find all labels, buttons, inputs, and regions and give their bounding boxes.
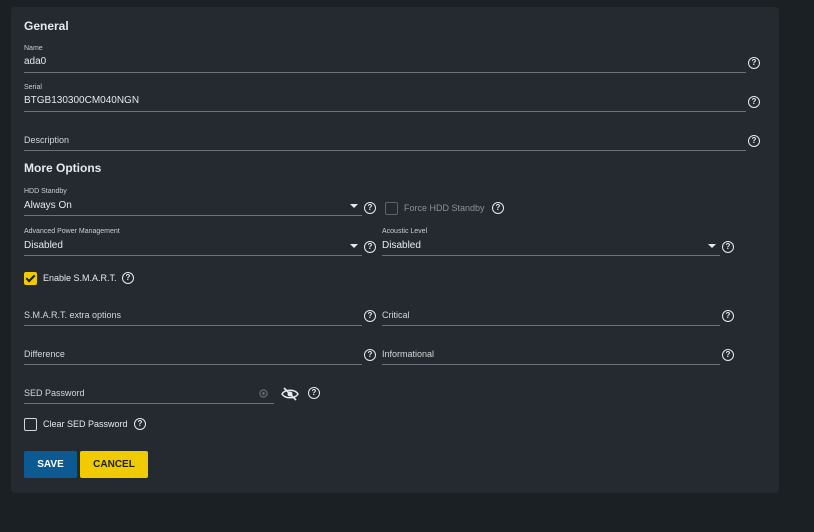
hdd-standby-help-icon[interactable]: ? [364,202,376,214]
visibility-off-icon[interactable] [281,387,299,401]
smart-extra-options-field[interactable]: S.M.A.R.T. extra options [24,307,362,326]
informational-field[interactable]: Informational [382,346,720,365]
serial-label: Serial [24,84,42,91]
name-label: Name [24,45,43,52]
sed-password-lock-icon [259,389,268,398]
difference-underline [24,364,362,365]
sed-password-placeholder: SED Password [24,388,85,398]
apm-help-icon[interactable]: ? [364,241,376,253]
informational-help-icon[interactable]: ? [722,349,734,361]
apm-chevron-down-icon[interactable] [350,244,358,248]
critical-underline [382,325,720,326]
acoustic-level-help-icon[interactable]: ? [722,241,734,253]
more-options-section-title: More Options [24,161,102,175]
cancel-button[interactable]: CANCEL [80,451,148,478]
description-field[interactable]: Description [24,132,746,151]
acoustic-level-chevron-down-icon[interactable] [708,244,716,248]
clear-sed-password-help-icon[interactable]: ? [134,418,146,430]
name-help-icon[interactable]: ? [748,57,760,69]
general-section-title: General [24,19,69,33]
apm-select[interactable]: Advanced Power Management Disabled [24,228,362,256]
name-value[interactable]: ada0 [24,56,47,67]
save-button[interactable]: SAVE [24,451,77,478]
serial-underline [24,111,746,112]
serial-help-icon[interactable]: ? [748,96,760,108]
apm-value: Disabled [24,240,63,251]
informational-placeholder: Informational [382,349,435,359]
clear-sed-password-label: Clear SED Password [43,419,128,429]
difference-help-icon[interactable]: ? [364,349,376,361]
enable-smart-checkbox[interactable] [24,272,37,285]
smart-extra-options-help-icon[interactable]: ? [364,310,376,322]
name-field[interactable]: Name ada0 [24,45,746,73]
description-placeholder: Description [24,135,70,145]
critical-placeholder: Critical [382,310,410,320]
force-hdd-standby-help-icon[interactable]: ? [492,202,504,214]
sed-password-field[interactable]: SED Password [24,385,274,404]
description-underline [24,150,746,151]
apm-label: Advanced Power Management [24,228,120,235]
sed-password-help-icon[interactable]: ? [308,387,320,399]
hdd-standby-label: HDD Standby [24,188,67,195]
acoustic-level-select[interactable]: Acoustic Level Disabled [382,228,720,256]
hdd-standby-underline [24,215,362,216]
force-hdd-standby-label: Force HDD Standby [404,203,485,213]
difference-placeholder: Difference [24,349,65,359]
critical-help-icon[interactable]: ? [722,310,734,322]
smart-extra-options-underline [24,325,362,326]
description-help-icon[interactable]: ? [748,135,760,147]
acoustic-level-label: Acoustic Level [382,228,428,235]
name-underline [24,72,746,73]
smart-extra-options-placeholder: S.M.A.R.T. extra options [24,310,122,320]
serial-field[interactable]: Serial BTGB130300CM040NGN [24,84,746,112]
hdd-standby-value: Always On [24,200,72,211]
informational-underline [382,364,720,365]
serial-value[interactable]: BTGB130300CM040NGN [24,95,140,106]
hdd-standby-select[interactable]: HDD Standby Always On [24,188,362,216]
clear-sed-password-checkbox[interactable] [24,418,37,431]
disk-edit-form-card: General Name ada0 ? Serial BTGB130300CM0… [11,7,779,493]
difference-field[interactable]: Difference [24,346,362,365]
acoustic-level-underline [382,255,720,256]
force-hdd-standby-checkbox[interactable] [385,202,398,215]
critical-field[interactable]: Critical [382,307,720,326]
enable-smart-label: Enable S.M.A.R.T. [43,273,117,283]
acoustic-level-value: Disabled [382,240,421,251]
apm-underline [24,255,362,256]
sed-password-underline [24,403,274,404]
enable-smart-help-icon[interactable]: ? [122,272,134,284]
hdd-standby-chevron-down-icon[interactable] [350,204,358,208]
